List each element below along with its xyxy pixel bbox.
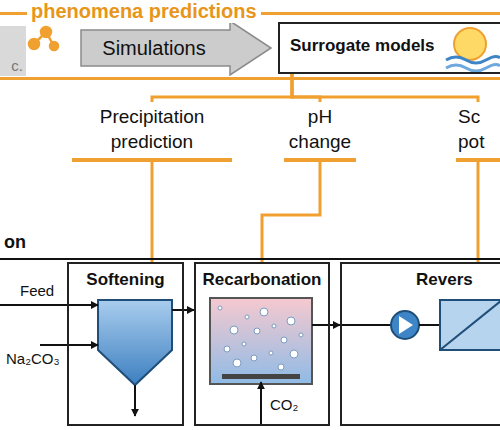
node-text: phenomena predictions — [27, 0, 261, 23]
stream-label: CO₂ — [270, 396, 298, 413]
pump-symbol — [391, 311, 419, 339]
membrane-module — [440, 300, 500, 350]
gas-arrow — [260, 382, 262, 424]
frame-region: phenomena predictionsc.SimulationsSurrog… — [0, 12, 500, 80]
bubble — [218, 306, 222, 310]
bubble — [290, 350, 298, 358]
bubble — [224, 346, 230, 352]
bubbles — [218, 306, 303, 370]
stream-label: Feed — [20, 282, 54, 299]
prediction-label: pH change — [284, 102, 356, 162]
bubble — [299, 333, 303, 337]
node-text: pH change — [286, 104, 354, 154]
logo-icon — [446, 28, 500, 71]
pipe — [312, 324, 330, 326]
node-text: Surrogate models — [290, 36, 436, 56]
connector — [477, 162, 480, 262]
bubble — [287, 317, 295, 325]
membrane-module — [440, 300, 500, 350]
bubble — [272, 324, 276, 328]
bubble — [245, 315, 249, 319]
process-arrow: Simulations — [80, 20, 272, 76]
prediction-label: Precipitation prediction — [72, 102, 232, 162]
bubble — [254, 328, 260, 334]
dosing-arrow — [40, 344, 98, 346]
process-region: onSofteningRecarbonationRevers — [0, 258, 500, 430]
arrow-shape — [81, 21, 271, 75]
stream-label: Na₂CO₃ — [6, 350, 60, 367]
bubble — [230, 326, 238, 334]
bubble — [281, 337, 287, 343]
connector — [262, 162, 320, 262]
connector — [330, 324, 340, 326]
bubble — [269, 351, 273, 355]
node-text: c. — [11, 57, 23, 74]
process-box: Revers — [340, 262, 500, 426]
node-text: Softening — [73, 270, 178, 290]
model-box: Surrogate models — [278, 22, 500, 74]
source-box: c. — [0, 26, 26, 76]
connector — [184, 309, 194, 311]
recarbonation-tank — [210, 298, 312, 384]
pipe — [419, 324, 440, 326]
node-text: Recarbonation — [200, 270, 324, 290]
node-text: Sc pot — [458, 104, 500, 154]
softening-tank — [98, 300, 172, 385]
bubble — [251, 355, 257, 361]
prediction-label: Sc pot — [456, 102, 500, 162]
node-text: Precipitation prediction — [74, 104, 230, 154]
feed-arrow — [0, 304, 98, 306]
bubble — [278, 364, 284, 370]
process-box: Recarbonation — [194, 262, 330, 426]
bubble — [242, 342, 246, 346]
pipe — [340, 324, 391, 326]
bubble — [233, 359, 241, 367]
connector — [151, 162, 154, 262]
diffuser — [222, 374, 300, 379]
node-text: on — [4, 232, 26, 253]
sludge-arrow — [134, 385, 136, 416]
process-box: Softening — [67, 262, 184, 426]
node-text: Revers — [416, 270, 498, 290]
molecule-icon — [29, 27, 58, 50]
bubble — [260, 308, 268, 316]
node-text: Simulations — [80, 20, 228, 76]
pump-symbol — [399, 316, 413, 334]
